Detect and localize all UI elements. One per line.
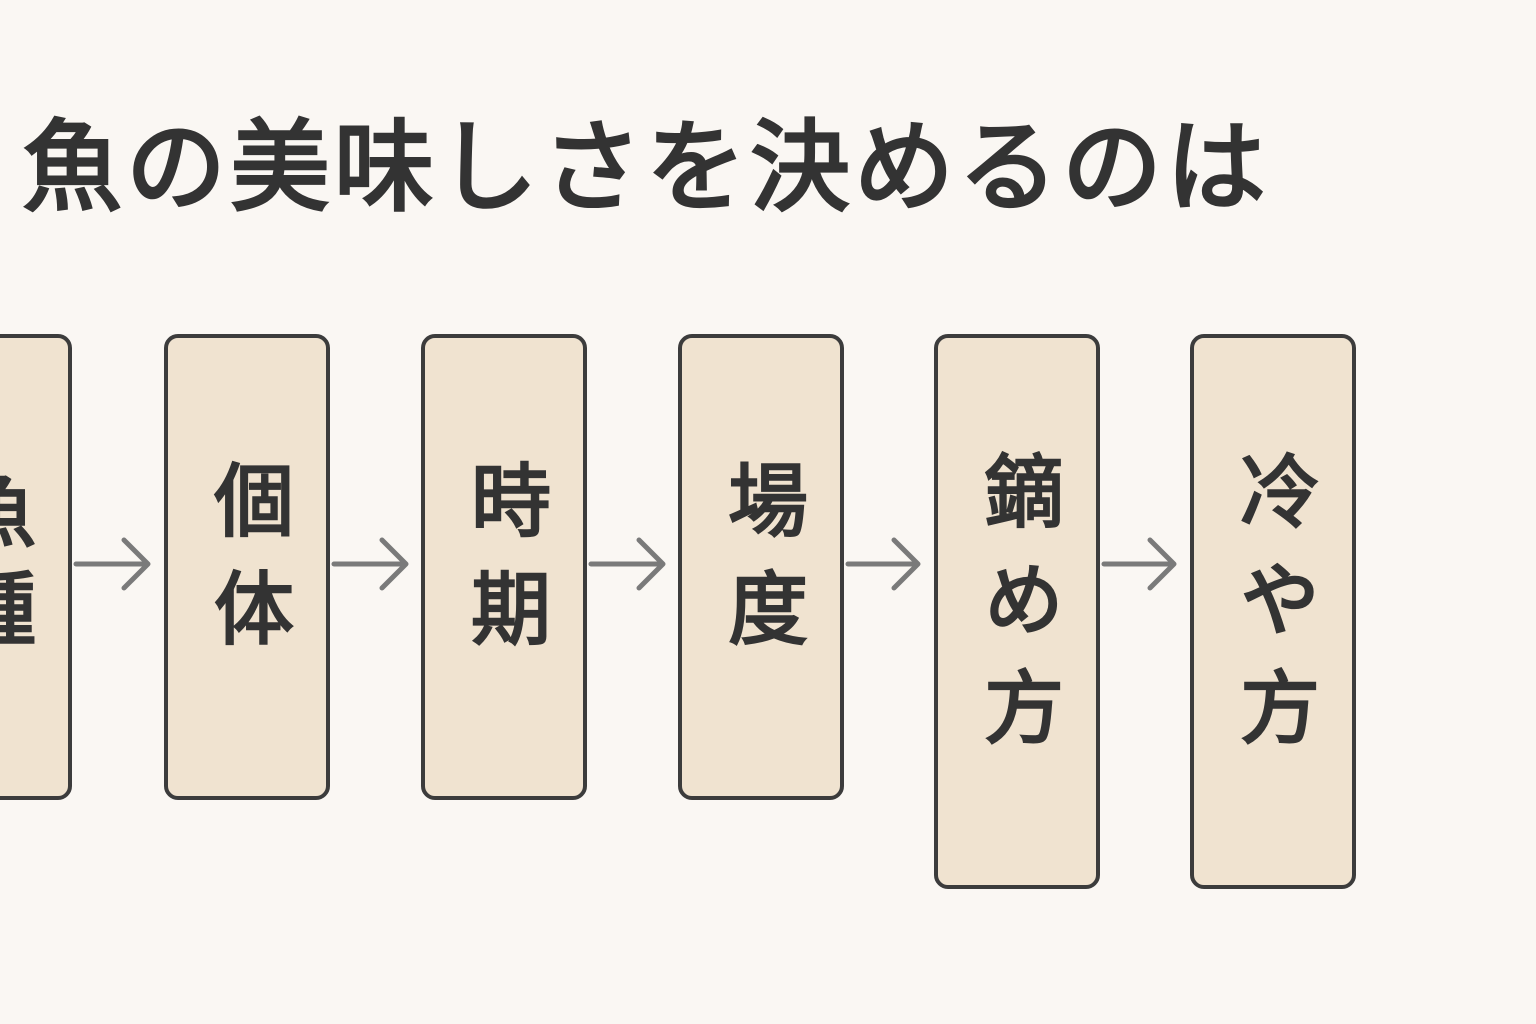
node-label: 個体	[201, 459, 294, 675]
node-label: 鏑め方	[971, 449, 1064, 774]
node-season: 時期	[421, 334, 587, 800]
arrow-4	[845, 537, 921, 591]
node-cooling-method: 冷や方	[1190, 334, 1356, 889]
node-place: 場度	[678, 334, 844, 800]
arrow-2	[331, 537, 409, 591]
node-label: 時期	[458, 459, 551, 675]
node-label: 場度	[715, 459, 808, 675]
node-label: 冷や方	[1227, 449, 1320, 774]
diagram-title: 魚の美味しさを決めるのは	[22, 109, 1270, 226]
node-killing-method: 鏑め方	[934, 334, 1100, 889]
node-label: 魚種	[0, 469, 36, 665]
node-fish-species: 魚種	[0, 334, 72, 800]
arrow-1	[73, 537, 151, 591]
arrow-5	[1101, 537, 1177, 591]
arrow-3	[588, 537, 666, 591]
node-individual: 個体	[164, 334, 330, 800]
